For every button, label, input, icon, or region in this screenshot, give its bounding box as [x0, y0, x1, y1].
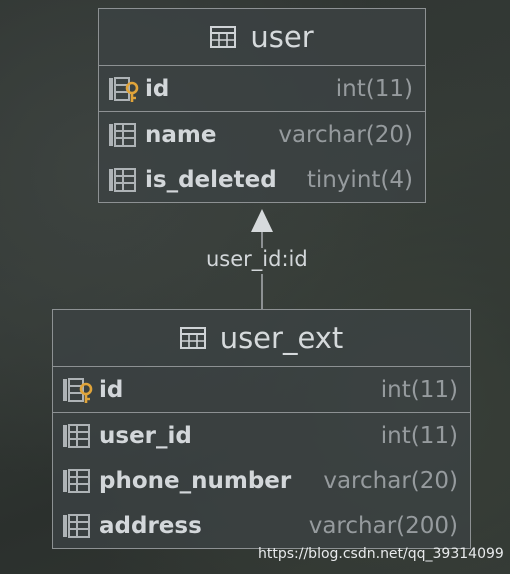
primary-key-icon — [61, 375, 95, 405]
column-icon — [107, 120, 141, 150]
table-name: user — [250, 20, 314, 54]
column-type: int(11) — [380, 422, 458, 449]
table-name: user_ext — [219, 321, 344, 355]
column-type: varchar(200) — [308, 512, 458, 539]
column-type: int(11) — [380, 376, 458, 403]
table-row[interactable]: name varchar(20) — [99, 112, 425, 157]
table-row[interactable]: id int(11) — [53, 367, 470, 413]
column-icon — [61, 466, 95, 496]
primary-key-icon — [107, 74, 141, 104]
relation-arrowhead-icon — [251, 209, 273, 232]
column-name: id — [145, 75, 170, 102]
table-header: user_ext — [53, 310, 470, 367]
column-name: id — [99, 376, 124, 403]
column-name: name — [145, 121, 217, 148]
relation-label: user_id:id — [206, 247, 308, 271]
table-icon — [179, 327, 206, 349]
table-row[interactable]: is_deleted tinyint(4) — [99, 157, 425, 202]
table-row[interactable]: phone_number varchar(20) — [53, 458, 470, 503]
table-user-ext[interactable]: user_ext id int(11) user_id int(11) phon… — [52, 309, 471, 549]
table-user[interactable]: user id int(11) name varchar(20) is_dele… — [98, 8, 426, 203]
column-type: int(11) — [335, 75, 413, 102]
table-row[interactable]: address varchar(200) — [53, 503, 470, 548]
column-type: tinyint(4) — [306, 166, 413, 193]
column-name: user_id — [99, 422, 192, 449]
watermark: https://blog.csdn.net/qq_39314099 — [258, 546, 504, 562]
table-row[interactable]: id int(11) — [99, 66, 425, 112]
table-header: user — [99, 9, 425, 66]
column-name: phone_number — [99, 467, 292, 494]
column-icon — [61, 421, 95, 451]
column-icon — [61, 511, 95, 541]
column-name: address — [99, 512, 202, 539]
column-type: varchar(20) — [278, 121, 413, 148]
table-icon — [210, 26, 237, 48]
column-type: varchar(20) — [323, 467, 458, 494]
table-row[interactable]: user_id int(11) — [53, 413, 470, 458]
column-name: is_deleted — [145, 166, 277, 193]
column-icon — [107, 165, 141, 195]
